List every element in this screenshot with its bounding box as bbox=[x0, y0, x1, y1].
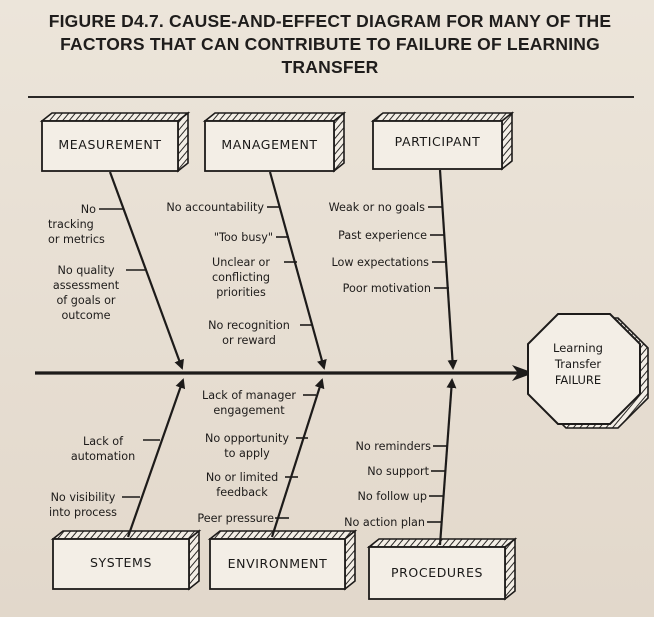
box-participant bbox=[370, 111, 515, 171]
cause-text: or metrics bbox=[48, 233, 105, 246]
cause-text: Unclear or bbox=[212, 256, 270, 269]
cause-environment-2: No opportunity to apply bbox=[198, 431, 296, 461]
bone-procedures bbox=[438, 378, 457, 546]
cause-systems-2: No visibility into process bbox=[44, 490, 122, 520]
cause-text: Lack of bbox=[82, 435, 124, 448]
box-management bbox=[202, 111, 347, 173]
cause-measurement-1: No bbox=[50, 202, 96, 217]
category-procedures: PROCEDURES bbox=[391, 565, 483, 580]
title-line-2: FACTORS THAT CAN CONTRIBUTE TO FAILURE O… bbox=[60, 34, 600, 54]
category-systems: SYSTEMS bbox=[90, 555, 152, 570]
cause-management-2: "Too busy" bbox=[213, 231, 273, 244]
cause-measurement-2: No quality assessment of goals or outcom… bbox=[48, 263, 124, 323]
cause-text: No bbox=[80, 203, 96, 216]
effect-line-3: FAILURE bbox=[554, 373, 602, 387]
box-systems bbox=[50, 529, 202, 591]
cause-text: to apply bbox=[224, 447, 270, 460]
category-measurement: MEASUREMENT bbox=[58, 137, 162, 152]
cause-text: No recognition bbox=[208, 319, 290, 332]
cause-management-4: No recognition or reward bbox=[200, 318, 298, 348]
cause-text: of goals or bbox=[56, 294, 116, 307]
cause-environment-1: Lack of manager engagement bbox=[196, 388, 302, 418]
cause-procedures-1: No reminders bbox=[355, 440, 431, 453]
cause-management-3: Unclear or conflicting priorities bbox=[200, 255, 282, 300]
cause-measurement-1-cont: tracking or metrics bbox=[48, 217, 105, 247]
box-environment bbox=[207, 529, 358, 591]
cause-text: outcome bbox=[61, 309, 111, 322]
cause-participant-4: Poor motivation bbox=[342, 282, 431, 295]
cause-participant-1: Weak or no goals bbox=[328, 201, 425, 214]
cause-environment-4: Peer pressure bbox=[197, 512, 274, 525]
cause-text: No opportunity bbox=[205, 432, 289, 445]
title-line-1: FIGURE D4.7. CAUSE-AND-EFFECT DIAGRAM FO… bbox=[48, 11, 612, 31]
bone-systems bbox=[126, 378, 186, 538]
cause-procedures-2: No support bbox=[367, 465, 429, 478]
cause-text: or reward bbox=[222, 334, 276, 347]
effect-label: Learning Transfer FAILURE bbox=[530, 340, 626, 388]
category-environment: ENVIRONMENT bbox=[227, 556, 328, 571]
effect-octagon bbox=[527, 313, 649, 429]
cause-text: Lack of manager bbox=[202, 389, 296, 402]
title-rule bbox=[28, 96, 634, 98]
cause-text: tracking bbox=[48, 218, 94, 231]
category-participant: PARTICIPANT bbox=[394, 134, 481, 149]
figure-title: FIGURE D4.7. CAUSE-AND-EFFECT DIAGRAM FO… bbox=[20, 10, 640, 79]
cause-text: engagement bbox=[213, 404, 285, 417]
cause-text: automation bbox=[70, 450, 136, 463]
cause-systems-1: Lack of automation bbox=[62, 434, 144, 464]
cause-text: feedback bbox=[216, 486, 268, 499]
bone-management bbox=[268, 171, 327, 370]
cause-text: No or limited bbox=[205, 471, 279, 484]
cause-text: assessment bbox=[52, 279, 120, 292]
cause-text: No quality bbox=[57, 264, 115, 277]
box-procedures bbox=[366, 537, 518, 601]
cause-text: into process bbox=[49, 506, 117, 519]
effect-line-2: Transfer bbox=[554, 357, 602, 371]
title-line-3: TRANSFER bbox=[281, 57, 379, 77]
bone-measurement bbox=[108, 171, 184, 370]
box-measurement bbox=[39, 111, 191, 173]
cause-text: conflicting bbox=[211, 271, 271, 284]
cause-environment-3: No or limited feedback bbox=[200, 470, 284, 500]
cause-text: No visibility bbox=[50, 491, 116, 504]
cause-management-1: No accountability bbox=[166, 201, 264, 214]
cause-text: priorities bbox=[216, 286, 266, 299]
effect-line-1: Learning bbox=[553, 341, 603, 355]
cause-procedures-3: No follow up bbox=[357, 490, 427, 503]
cause-participant-2: Past experience bbox=[338, 229, 427, 242]
bone-participant bbox=[438, 169, 458, 370]
category-management: MANAGEMENT bbox=[221, 137, 318, 152]
bone-environment bbox=[270, 378, 325, 538]
cause-procedures-4: No action plan bbox=[344, 516, 425, 529]
cause-participant-3: Low expectations bbox=[331, 256, 429, 269]
